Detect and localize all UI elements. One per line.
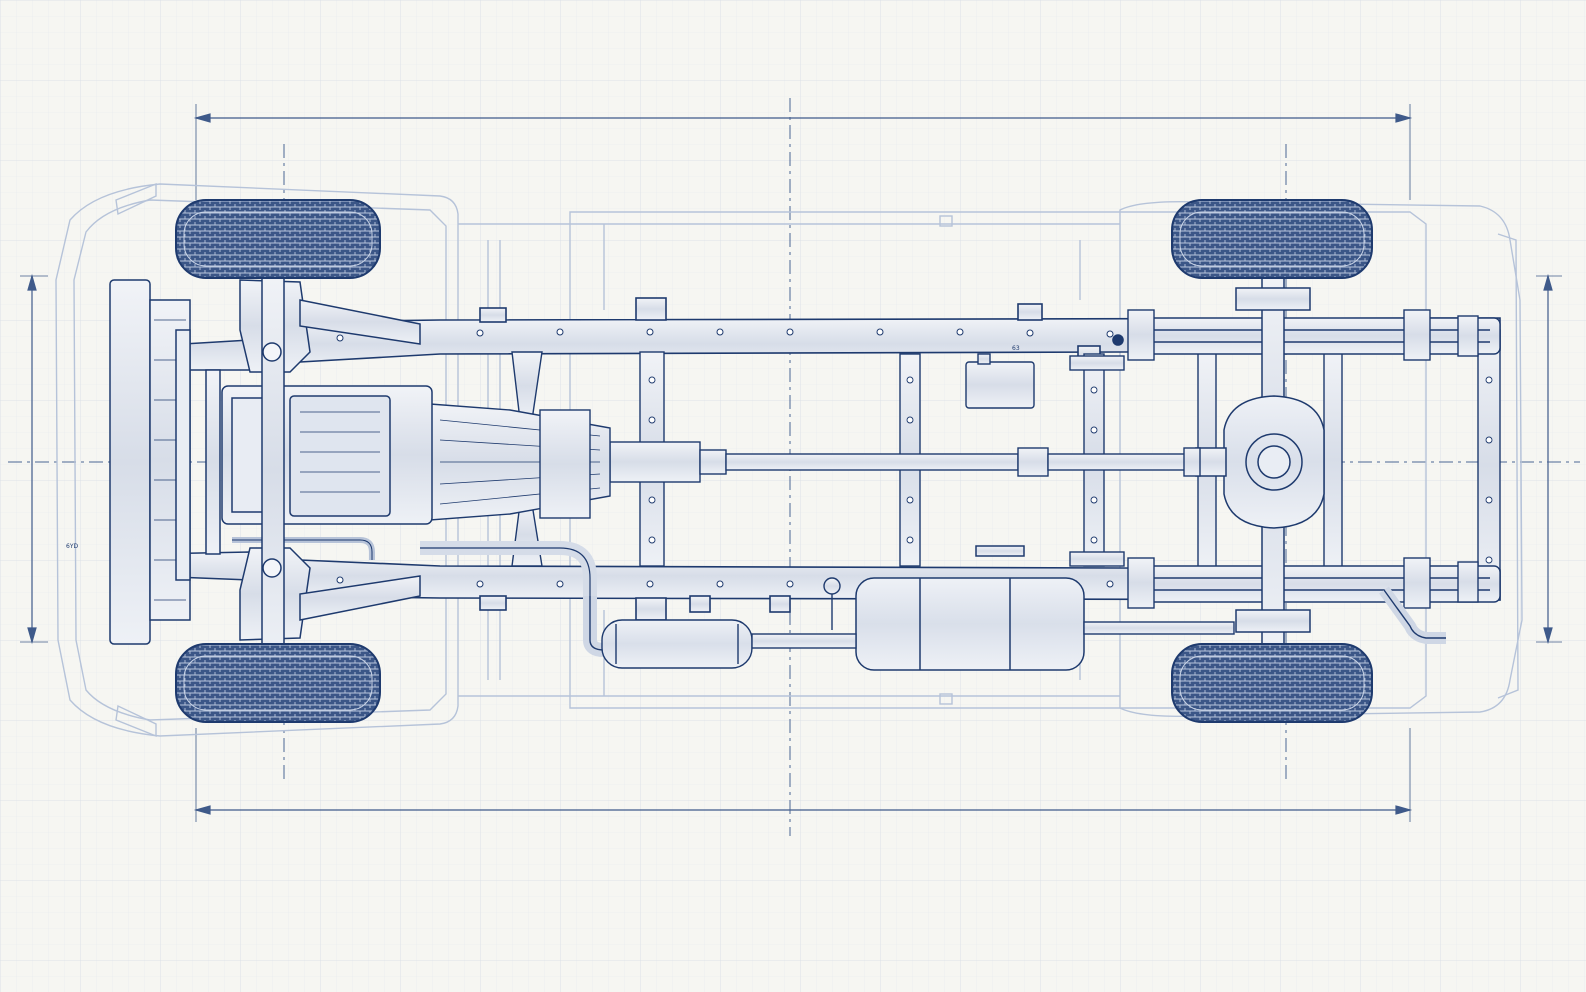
radiator [109,279,191,645]
battery-box [965,353,1035,409]
front-right-tire [175,643,381,723]
leaf-springs [1127,309,1501,609]
front-left-tire [175,199,381,279]
front-bumper-mark: 6YD [66,543,78,550]
body-outline [55,182,1523,738]
rear-right-tire [1171,643,1373,723]
dimension-lines [20,104,1562,822]
transmission [429,403,611,521]
frame-mark: 63 [1012,345,1020,352]
rear-left-tire [1171,199,1373,279]
exhaust-system [583,577,1446,669]
rear-axle [1195,269,1325,651]
crossmembers [511,329,1501,601]
fuel-tank [855,545,1085,671]
driveshaft [609,441,1201,483]
